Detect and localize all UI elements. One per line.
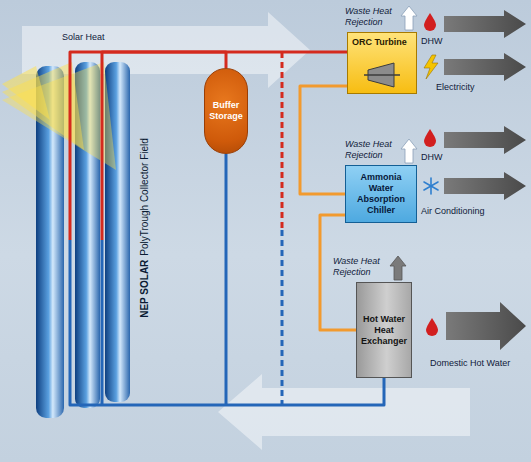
waste-heat-label: Waste Heat Rejection — [333, 256, 387, 278]
output-arrow — [444, 126, 526, 154]
collector-field: NEP SOLAR PolyTrough Collector Field — [30, 60, 160, 395]
output-arrow — [444, 10, 526, 38]
pipe-connector — [102, 52, 347, 60]
supply-pipe — [101, 60, 104, 240]
waste-heat-arrow — [401, 6, 417, 30]
node-text: Buffer Storage — [207, 100, 245, 122]
water-drop-icon — [426, 318, 438, 336]
sun-ray — [2, 62, 116, 170]
waste-heat-arrow — [390, 256, 406, 280]
water-drop-icon — [424, 129, 436, 147]
lightning-icon — [424, 55, 438, 79]
return-arrow — [218, 374, 470, 450]
bypass-valve — [281, 230, 284, 405]
output-arrow — [446, 302, 526, 350]
pipe-connector — [300, 86, 347, 194]
snowflake-icon — [424, 178, 438, 194]
exchanger-box: Hot Water Heat Exchanger — [356, 282, 412, 378]
vertical-caption: NEP SOLAR PolyTrough Collector Field — [139, 138, 151, 318]
water-drop-icon — [424, 13, 436, 31]
pipe-connector — [70, 52, 226, 68]
supply-pipe — [69, 60, 72, 240]
output-label: DHW — [421, 152, 451, 163]
node-text: ORC Turbine — [352, 37, 412, 48]
output-label: Domestic Hot Water — [430, 358, 528, 369]
pipe-connector — [70, 378, 384, 405]
return-pipe — [101, 240, 104, 405]
node-text: Ammonia Water Absorption Chiller — [350, 172, 412, 216]
return-pipe — [69, 240, 72, 395]
chiller-box: Ammonia Water Absorption Chiller — [345, 165, 417, 223]
output-arrow — [444, 172, 526, 200]
turbine-symbol — [364, 62, 400, 88]
output-label: DHW — [421, 36, 451, 47]
output-label: Air Conditioning — [421, 206, 521, 217]
waste-heat-label: Waste Heat Rejection — [345, 139, 399, 161]
bypass-valve — [281, 52, 284, 230]
output-arrow — [444, 53, 526, 81]
buffer-tank: Buffer Storage — [204, 68, 248, 154]
return-pipe — [225, 154, 228, 405]
output-label: Electricity — [436, 82, 516, 93]
waste-heat-label: Waste Heat Rejection — [345, 6, 399, 28]
node-text: PolyTrough Collector Field — [139, 138, 150, 255]
flow-label: Solar Heat — [62, 32, 132, 43]
node-text: NEP SOLAR — [139, 259, 150, 317]
waste-heat-arrow — [401, 139, 417, 163]
turbine-box: ORC Turbine — [347, 32, 417, 94]
node-text: Hot Water Heat Exchanger — [361, 314, 407, 347]
